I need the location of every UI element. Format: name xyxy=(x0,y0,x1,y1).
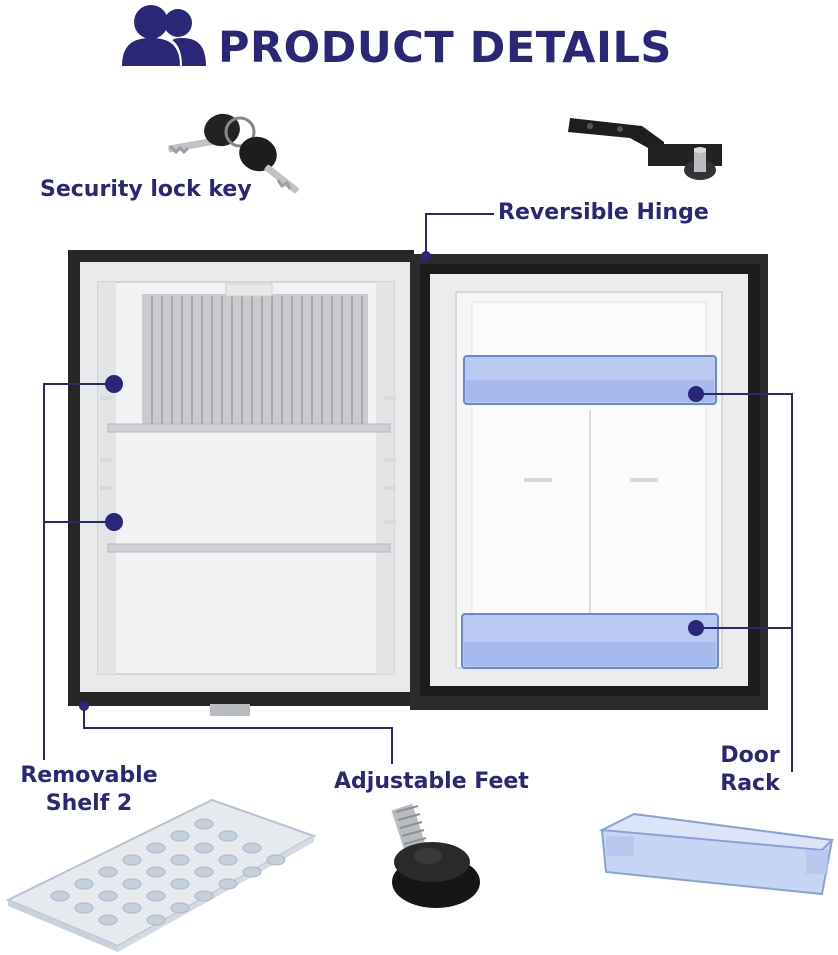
door-rack-label-line1: Door xyxy=(720,743,780,768)
removable-shelf-label-line2: Shelf 2 xyxy=(45,791,133,816)
reversible-hinge-label: Reversible Hinge xyxy=(498,200,709,225)
door-rack-label-line2: Rack xyxy=(720,771,780,796)
removable-shelf-label: Removable Shelf 2 xyxy=(14,762,164,818)
removable-shelf-label-line1: Removable xyxy=(20,763,158,788)
door-rack-image xyxy=(598,812,835,896)
security-lock-key-label: Security lock key xyxy=(40,177,252,202)
reversible-hinge-image xyxy=(568,118,722,180)
removable-shelf-image xyxy=(5,798,317,952)
security-keys-image xyxy=(168,113,299,194)
door-rack-label: Door Rack xyxy=(700,742,800,798)
adjustable-feet-label: Adjustable Feet xyxy=(334,769,529,794)
page-title: PRODUCT DETAILS xyxy=(218,23,672,73)
users-icon xyxy=(122,5,206,66)
header xyxy=(120,0,720,80)
adjustable-foot-image xyxy=(391,803,480,908)
